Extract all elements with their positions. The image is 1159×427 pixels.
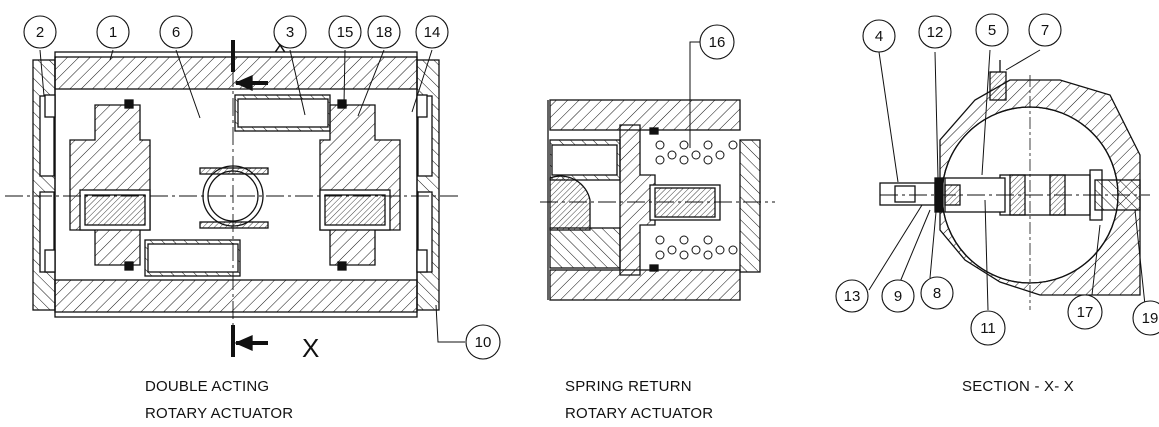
spring-return-view — [540, 99, 775, 301]
callout-label: 12 — [927, 24, 944, 41]
callout-label: 14 — [424, 24, 441, 41]
callout-label: 11 — [980, 320, 996, 337]
callout-10: 10 — [465, 324, 501, 360]
callout-label: 17 — [1077, 304, 1094, 321]
callout-14: 14 — [415, 15, 449, 49]
section-view — [879, 60, 1150, 310]
leader-lines-double — [39, 49, 465, 343]
callout-9: 9 — [881, 279, 915, 313]
callout-17: 17 — [1067, 294, 1103, 330]
callout-15: 15 — [328, 15, 362, 49]
caption-line: ROTARY ACTUATOR — [565, 405, 714, 422]
caption-spring-return: SPRING RETURN ROTARY ACTUATOR — [565, 373, 713, 427]
caption-line: SPRING RETURN — [565, 378, 692, 395]
caption-double-acting: DOUBLE ACTING ROTARY ACTUATOR — [145, 373, 293, 427]
callout-6: 6 — [159, 15, 193, 49]
callout-label: 1 — [109, 24, 117, 41]
callout-label: 4 — [875, 28, 883, 45]
callout-12: 12 — [918, 15, 952, 49]
callout-label: 7 — [1041, 22, 1049, 39]
callout-2: 2 — [23, 15, 57, 49]
callout-3: 3 — [273, 15, 307, 49]
section-mark-bottom: X — [302, 333, 319, 363]
leader-lines-spring — [689, 41, 700, 148]
callout-13: 13 — [835, 279, 869, 313]
leader-lines-section — [868, 49, 1146, 311]
caption-line: SECTION - X- X — [962, 378, 1074, 395]
spring-coils — [655, 140, 738, 260]
caption-section: SECTION - X- X — [962, 373, 1074, 400]
callout-18: 18 — [367, 15, 401, 49]
callout-4: 4 — [862, 19, 896, 53]
callout-label: 2 — [36, 24, 44, 41]
callout-label: 16 — [709, 34, 726, 51]
callout-16: 16 — [699, 24, 735, 60]
callout-1: 1 — [96, 15, 130, 49]
callout-label: 18 — [376, 24, 393, 41]
callout-7: 7 — [1028, 13, 1062, 47]
callout-label: 3 — [286, 24, 294, 41]
callout-label: 10 — [475, 334, 492, 351]
callout-label: 13 — [844, 288, 861, 305]
callout-label: 9 — [894, 288, 902, 305]
callout-19: 19 — [1132, 300, 1159, 336]
callout-5: 5 — [975, 13, 1009, 47]
double-acting-view — [5, 40, 460, 357]
callout-11: 11 — [970, 310, 1006, 346]
callout-label: 19 — [1142, 310, 1159, 327]
callout-8: 8 — [920, 276, 954, 310]
callout-label: 15 — [337, 24, 354, 41]
caption-line: ROTARY ACTUATOR — [145, 405, 294, 422]
callout-label: 5 — [988, 22, 996, 39]
caption-line: DOUBLE ACTING — [145, 378, 270, 395]
callout-label: 8 — [933, 285, 941, 302]
callout-label: 6 — [172, 24, 180, 41]
